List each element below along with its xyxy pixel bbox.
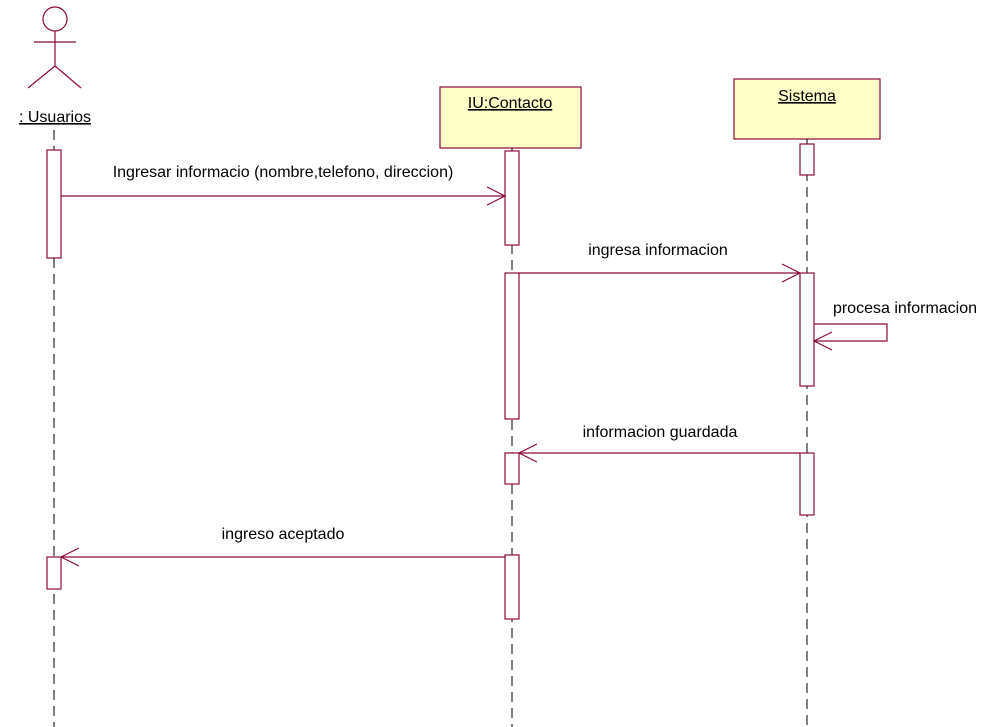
message-informacion-guardada	[517, 443, 800, 463]
activation-usuarios-1	[46, 149, 62, 259]
message-ingresar-informacio	[61, 186, 507, 206]
activation-iu-contacto-1	[504, 150, 520, 246]
message-label-ingreso-aceptado: ingreso aceptado	[222, 526, 345, 543]
message-label-ingresar-informacio: Ingresar informacio (nombre,telefono, di…	[113, 164, 454, 181]
message-ingresa-informacion	[519, 263, 802, 283]
activation-sistema-3	[799, 452, 815, 516]
message-ingreso-aceptado	[59, 547, 505, 567]
activation-iu-contacto-2	[504, 272, 520, 420]
message-label-ingresa-informacion: ingresa informacion	[588, 242, 728, 259]
activation-iu-contacto-3	[504, 452, 520, 485]
message-label-procesa-informacion: procesa informacion	[833, 300, 977, 317]
message-procesa-informacion	[812, 323, 888, 351]
activation-iu-contacto-4	[504, 554, 520, 620]
actor-label-usuarios: : Usuarios	[19, 109, 91, 126]
participant-box-sistema	[733, 78, 881, 140]
actor-stick-figure-icon	[27, 6, 82, 89]
participant-label-sistema: Sistema	[778, 88, 836, 105]
participant-label-iu-contacto: IU:Contacto	[468, 95, 553, 112]
activation-sistema-2	[799, 272, 815, 387]
activation-usuarios-2	[46, 556, 62, 590]
activation-sistema-1	[799, 143, 815, 176]
message-label-informacion-guardada: informacion guardada	[583, 424, 738, 441]
participant-box-iu-contacto	[439, 86, 582, 149]
